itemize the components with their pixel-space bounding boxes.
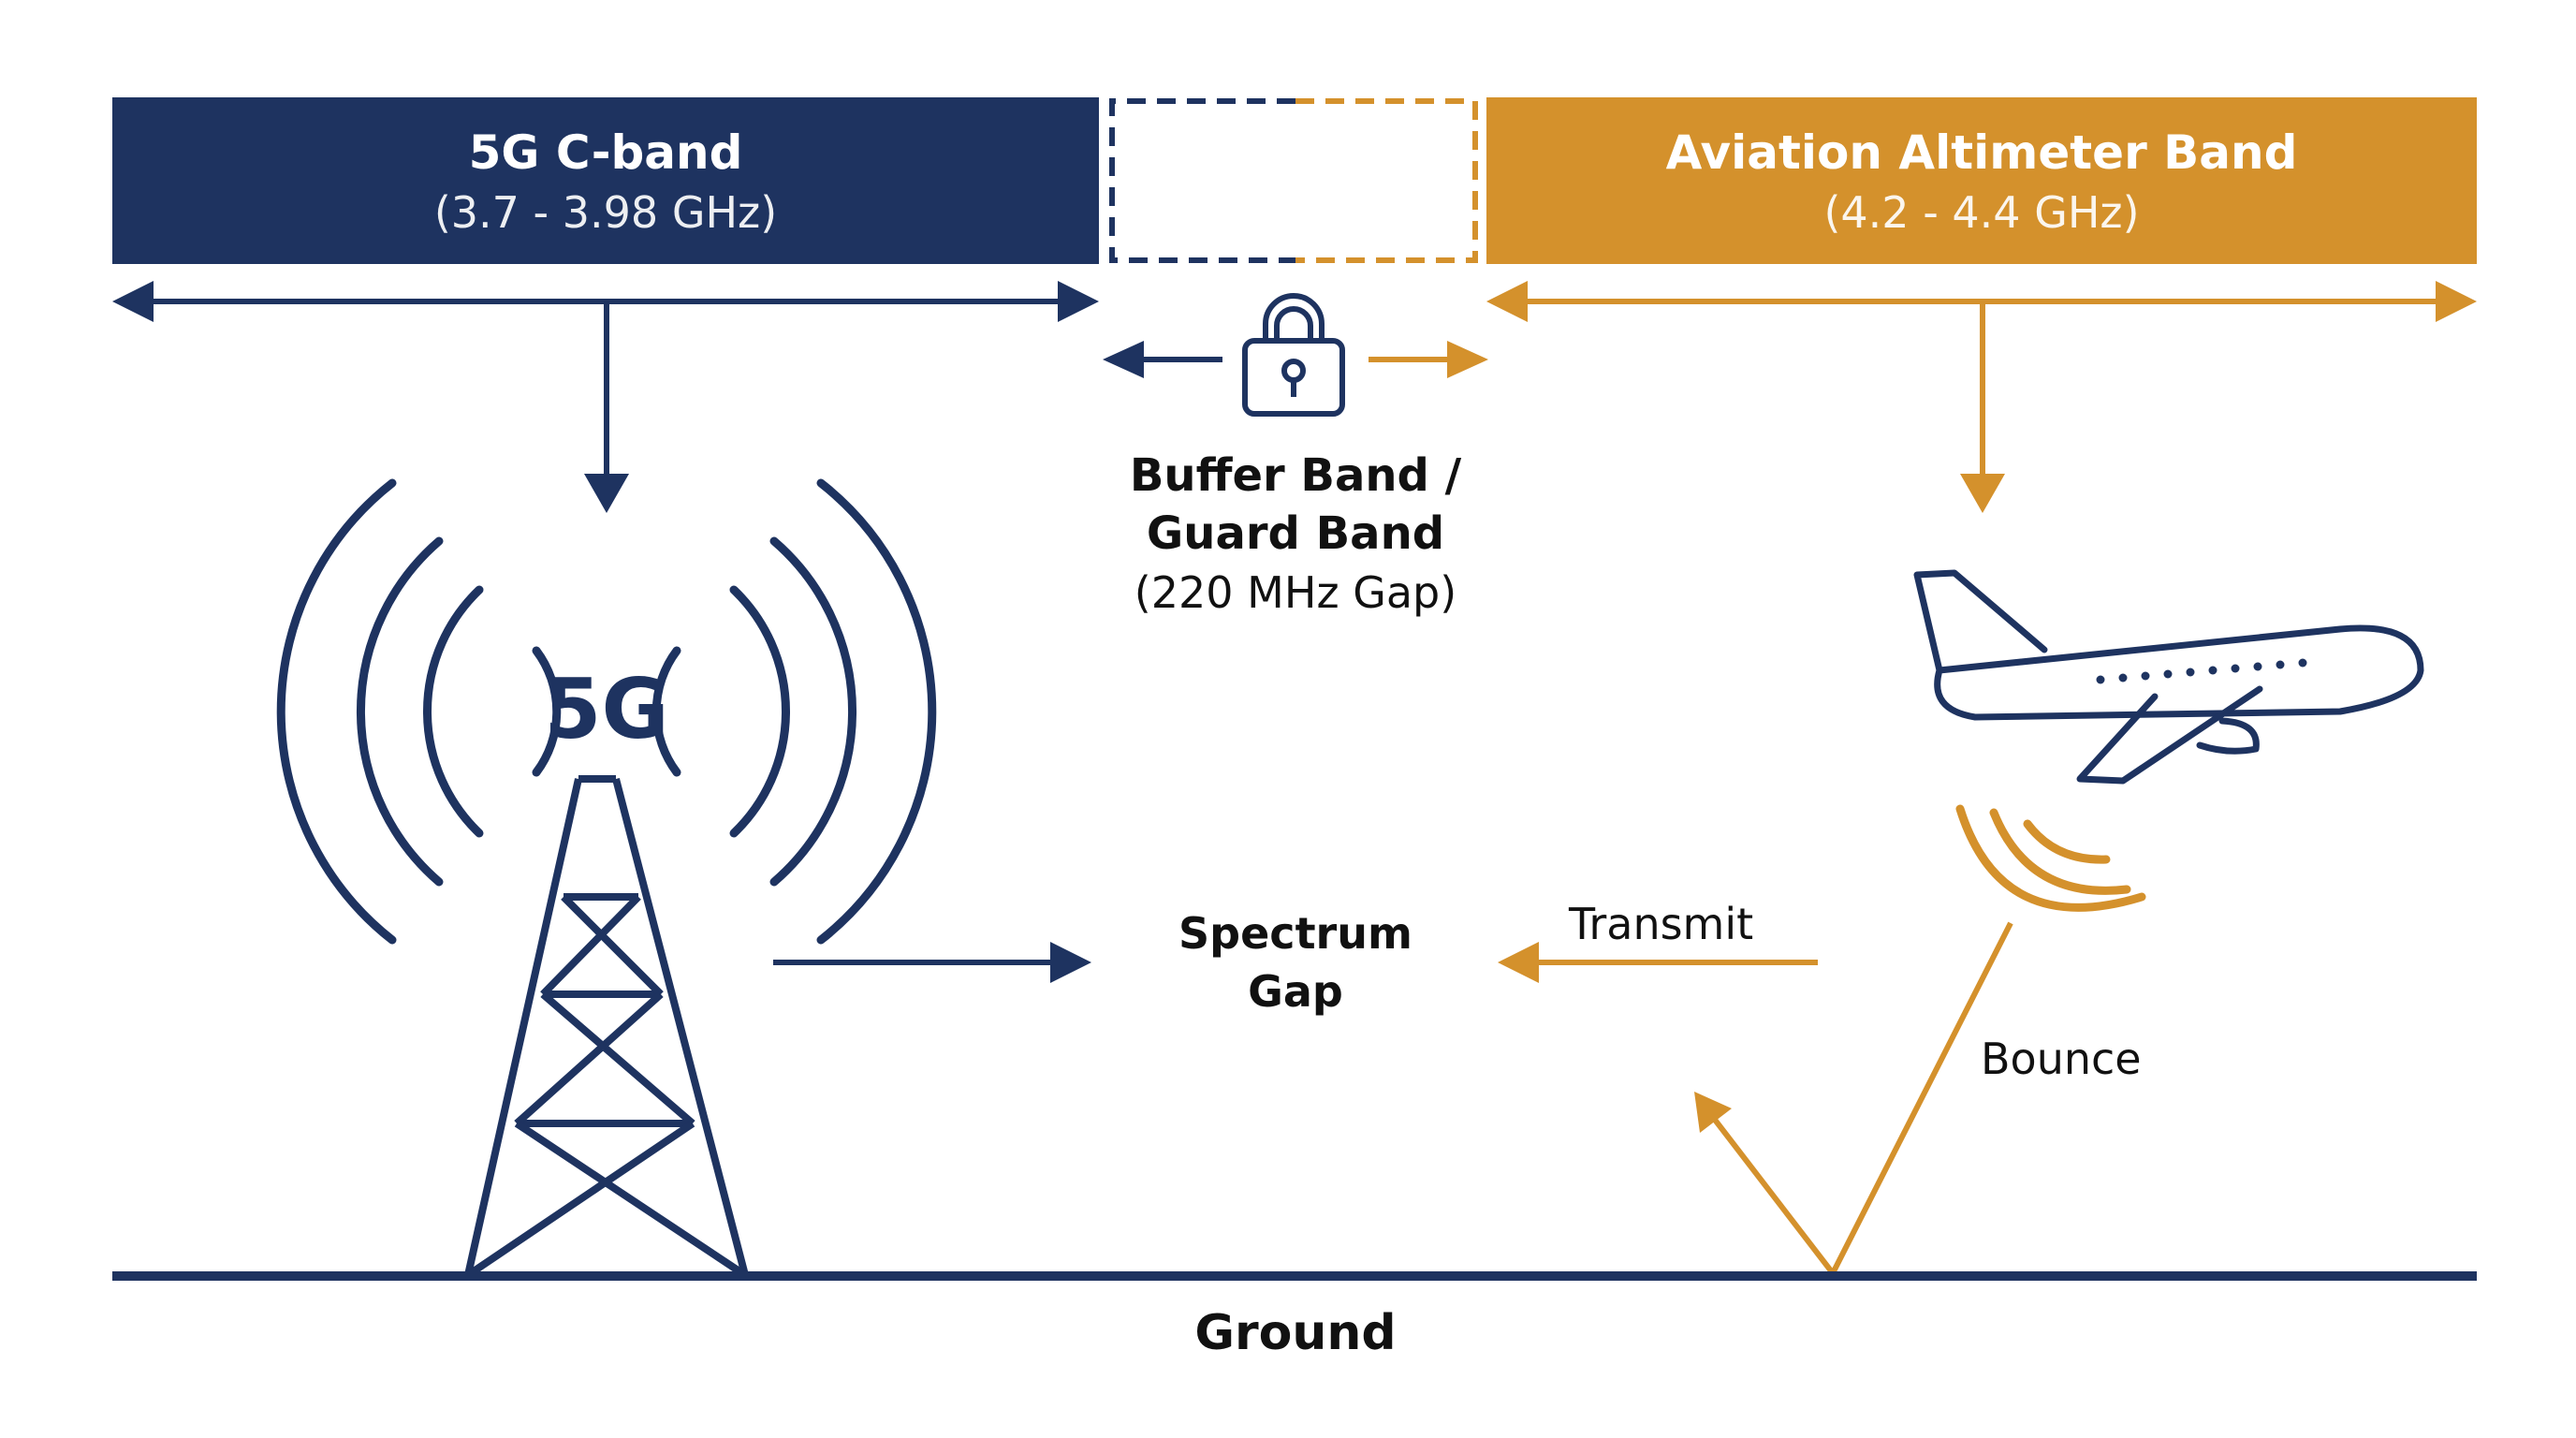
buffer-band-label-line1: Buffer Band / (1129, 449, 1462, 502)
tower-to-gap-arrow (773, 942, 1091, 983)
aviation-band-down-arrow (1960, 301, 2005, 513)
aviation-band-title: Aviation Altimeter Band (1665, 125, 2298, 180)
airplane-icon (1913, 569, 2424, 785)
spectrum-gap-line2: Gap (1248, 966, 1343, 1017)
c-band-title: 5G C-band (468, 125, 743, 180)
c-band-down-arrow (584, 301, 629, 513)
ground-line (112, 1271, 2477, 1281)
buffer-right-arrow (1368, 341, 1488, 378)
c-band-range: (3.7 - 3.98 GHz) (433, 187, 778, 238)
c-band-box (112, 97, 1099, 264)
transmit-arrow (1498, 942, 1818, 983)
airplane-windows (2096, 658, 2307, 684)
buffer-band-gap: (220 MHz Gap) (1134, 567, 1457, 618)
bounce-label: Bounce (1981, 1034, 2142, 1084)
ground-label: Ground (1194, 1305, 1397, 1361)
buffer-band-box (1109, 98, 1478, 263)
lock-icon (1242, 293, 1345, 417)
aviation-band-box (1486, 97, 2477, 264)
radar-wave-icon (1955, 804, 2146, 912)
cell-tower-icon (464, 775, 749, 1279)
spectrum-gap-line1: Spectrum (1178, 908, 1412, 959)
aviation-band-range: (4.2 - 4.4 GHz) (1823, 187, 2140, 238)
buffer-left-arrow (1103, 341, 1222, 378)
transmit-label: Transmit (1569, 899, 1754, 949)
tower-signal-waves (276, 478, 937, 945)
tower-5g-badge: 5G (544, 661, 669, 757)
bounce-path (1694, 921, 2013, 1275)
buffer-band-label-line2: Guard Band (1146, 507, 1445, 560)
